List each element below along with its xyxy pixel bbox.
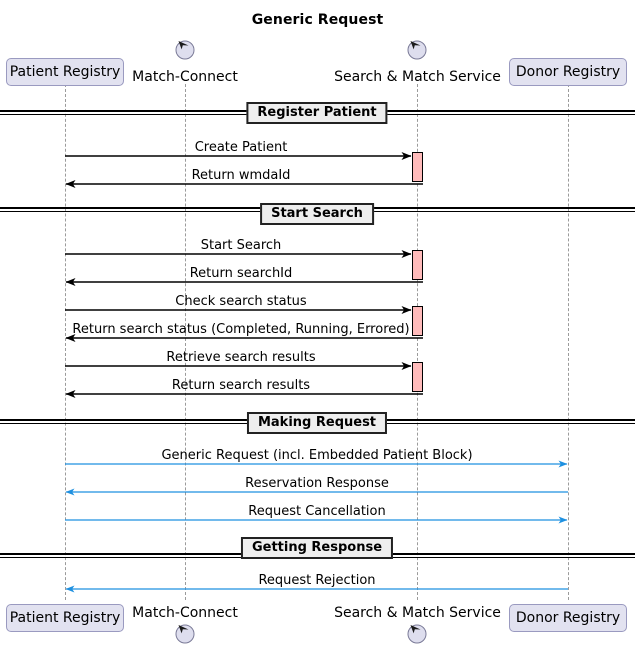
control-circle-icon xyxy=(175,40,195,60)
participant-label: Patient Registry xyxy=(9,610,121,626)
footer-participant-search-match-service[interactable]: Search & Match Service xyxy=(330,604,505,622)
message-label: Create Patient xyxy=(194,140,288,155)
message-label: Return searchId xyxy=(189,266,293,281)
section-header-getting-response: Getting Response xyxy=(240,537,394,559)
footer-participant-donor-registry[interactable]: Donor Registry xyxy=(509,604,627,632)
control-circle-icon xyxy=(407,40,427,60)
section-header-register-patient: Register Patient xyxy=(246,102,388,124)
participant-donor-registry[interactable]: Donor Registry xyxy=(509,58,627,86)
message-label: Retrieve search results xyxy=(166,350,316,365)
message-label: Return search results xyxy=(171,378,311,393)
participant-label: Donor Registry xyxy=(515,610,621,626)
participant-label: Patient Registry xyxy=(9,64,121,80)
section-title: Register Patient xyxy=(257,105,377,120)
message-label: Request Rejection xyxy=(258,573,376,588)
message-label: Return search status (Completed, Running… xyxy=(72,322,410,337)
participant-label: Donor Registry xyxy=(515,64,621,80)
lifeline-search-match-service xyxy=(417,84,418,600)
lifeline-match-connect xyxy=(185,84,186,600)
diagram-title: Generic Request xyxy=(251,12,384,28)
activation-bar xyxy=(412,250,423,280)
participant-match-connect[interactable]: Match-Connect xyxy=(110,68,260,86)
section-header-making-request: Making Request xyxy=(246,412,388,434)
participant-label: Search & Match Service xyxy=(334,69,501,85)
participant-label: Search & Match Service xyxy=(334,605,501,621)
activation-bar xyxy=(412,152,423,182)
participant-search-match-service[interactable]: Search & Match Service xyxy=(330,68,505,86)
lifeline-donor-registry xyxy=(568,84,569,600)
lifeline-patient-registry xyxy=(65,84,66,600)
message-label: Reservation Response xyxy=(245,476,389,491)
message-label: Return wmdaId xyxy=(191,168,291,183)
message-label: Check search status xyxy=(175,294,307,309)
footer-participant-match-connect[interactable]: Match-Connect xyxy=(110,604,260,622)
section-header-start-search: Start Search xyxy=(260,203,374,225)
section-title: Getting Response xyxy=(251,540,383,555)
footer-participant-patient-registry[interactable]: Patient Registry xyxy=(6,604,124,632)
message-label: Generic Request (incl. Embedded Patient … xyxy=(161,448,473,463)
participant-label: Match-Connect xyxy=(132,605,238,621)
activation-bar xyxy=(412,306,423,336)
section-title: Making Request xyxy=(257,415,377,430)
participant-label: Match-Connect xyxy=(132,69,238,85)
section-title: Start Search xyxy=(271,206,363,221)
participant-patient-registry[interactable]: Patient Registry xyxy=(6,58,124,86)
message-label: Request Cancellation xyxy=(248,504,386,519)
control-circle-icon xyxy=(175,624,195,644)
message-label: Start Search xyxy=(200,238,282,253)
control-circle-icon xyxy=(407,624,427,644)
activation-bar xyxy=(412,362,423,392)
